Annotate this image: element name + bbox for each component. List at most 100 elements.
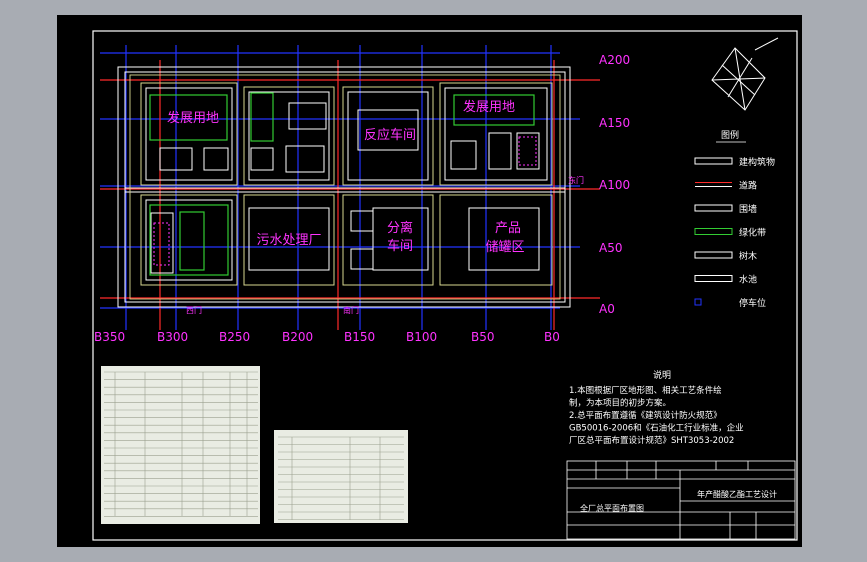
- plan-name: 全厂总平面布置图: [580, 503, 644, 513]
- greenbelt: [179, 211, 205, 271]
- y-axis-label: A50: [599, 241, 622, 255]
- legend-label: 绿化带: [739, 227, 766, 239]
- legend-swatch: [694, 204, 733, 212]
- x-axis-labels: B350 B300 B250 B200 B150 B100 B50 B0: [94, 330, 560, 344]
- note-line: 2.总平面布置遵循《建筑设计防火规范》: [569, 410, 722, 421]
- x-axis-label: B150: [344, 330, 375, 344]
- boundary-wall: [129, 74, 561, 300]
- legend-title: 图例: [721, 129, 739, 141]
- zone-labels: 发展用地 发展用地 反应车间 污水处理厂 分离 车间 产品 储罐区: [167, 99, 525, 255]
- notes-title: 说明: [653, 369, 671, 381]
- y-axis-label: A0: [599, 302, 615, 316]
- legend-item: 停车位: [694, 297, 766, 309]
- block-inner: [248, 91, 330, 181]
- small-building: [350, 210, 374, 232]
- index-table: [274, 430, 408, 523]
- note-line: 制，为本项目的初步方案。: [569, 398, 671, 409]
- zone-dev-right: 发展用地: [463, 99, 515, 115]
- x-axis-label: B300: [157, 330, 188, 344]
- index-table-bg: [274, 430, 408, 523]
- x-axis-label: B100: [406, 330, 437, 344]
- legend-swatch: [694, 298, 702, 306]
- small-building: [516, 132, 540, 170]
- block-wall: [342, 86, 434, 186]
- separation-workshop: [372, 207, 429, 271]
- zone-sewage: 污水处理厂: [256, 233, 321, 248]
- block-wall: [140, 82, 238, 186]
- legend-swatch: [694, 228, 733, 235]
- compass-pointer: [754, 37, 779, 51]
- notes: 1.本图根据厂区地形图、相关工艺条件绘制，为本项目的初步方案。2.总平面布置遵循…: [569, 385, 744, 446]
- greenbelt: [250, 92, 274, 142]
- note-line: GB50016-2006和《石油化工行业标准，企业: [569, 423, 744, 434]
- block-wall: [243, 194, 335, 286]
- legend-item: 建构筑物: [694, 156, 775, 168]
- title-block-frame: [566, 460, 796, 540]
- block-buildings: [145, 87, 548, 281]
- note-line: 1.本图根据厂区地形图、相关工艺条件绘: [569, 385, 722, 396]
- block-inner: [347, 91, 429, 181]
- small-building: [159, 147, 193, 171]
- legend-swatch: [694, 275, 733, 282]
- legend-item: 树木: [694, 250, 757, 262]
- zone-reaction: 反应车间: [364, 127, 416, 143]
- legend-label: 围墙: [739, 203, 757, 215]
- roads: [117, 66, 571, 308]
- zone-separation-1: 分离: [387, 220, 413, 236]
- road-outer: [117, 66, 571, 308]
- block-wall: [439, 194, 553, 286]
- gate-left: 西门: [186, 305, 202, 315]
- block-inner: [145, 199, 233, 281]
- gate-east: 东门: [568, 175, 584, 185]
- legend-swatch: [694, 157, 733, 165]
- facility-table-bg: [101, 366, 260, 524]
- title-block: [566, 460, 796, 540]
- block-wall: [243, 86, 335, 186]
- block-wall: [439, 82, 553, 186]
- small-building: [288, 102, 327, 130]
- small-building: [203, 147, 229, 171]
- drawing-border: [92, 30, 798, 541]
- legend-item: 围墙: [694, 203, 757, 215]
- drawing-name: 年产醋酸乙酯工艺设计: [697, 489, 777, 499]
- gate-labels: 西门 南门 东门: [186, 175, 584, 315]
- sewage-plant: [248, 207, 330, 271]
- small-building: [488, 132, 512, 170]
- x-axis-label: B250: [219, 330, 250, 344]
- note-line: 厂区总平面布置设计规范》SHT3053-2002: [569, 435, 734, 446]
- legend-label: 停车位: [739, 297, 766, 309]
- x-axis-label: B200: [282, 330, 313, 344]
- block-inner: [145, 87, 233, 181]
- y-axis-label: A150: [599, 116, 630, 130]
- legend-item: 道路: [695, 180, 757, 192]
- legend-item: 绿化带: [694, 227, 766, 239]
- zone-product-2: 储罐区: [485, 240, 524, 255]
- legend-label: 水池: [739, 274, 757, 286]
- compass-line: [727, 57, 753, 98]
- legend-label: 道路: [739, 180, 757, 192]
- road-inner: [124, 71, 566, 303]
- tank-markers: [153, 136, 537, 266]
- block-wall: [342, 194, 434, 286]
- x-axis-label: B350: [94, 330, 125, 344]
- north-arrow-icon: [711, 37, 779, 111]
- reaction-workshop: [357, 109, 419, 151]
- tank-cluster: [150, 212, 174, 274]
- greenbelt: [149, 94, 228, 141]
- small-building: [250, 147, 274, 171]
- block-walls: [140, 82, 553, 286]
- legend-swatch: [694, 251, 733, 259]
- tank-marker: [518, 136, 537, 166]
- small-building: [285, 145, 325, 173]
- x-axis-label: B50: [471, 330, 495, 344]
- greenbelts: [149, 92, 535, 276]
- zone-product-1: 产品: [495, 221, 521, 236]
- product-tank-area: [468, 207, 540, 271]
- legend-label: 建构筑物: [739, 156, 775, 168]
- block-inner: [444, 87, 548, 181]
- small-building: [450, 140, 477, 170]
- greenbelt: [149, 204, 229, 276]
- x-axis-label: B0: [544, 330, 560, 344]
